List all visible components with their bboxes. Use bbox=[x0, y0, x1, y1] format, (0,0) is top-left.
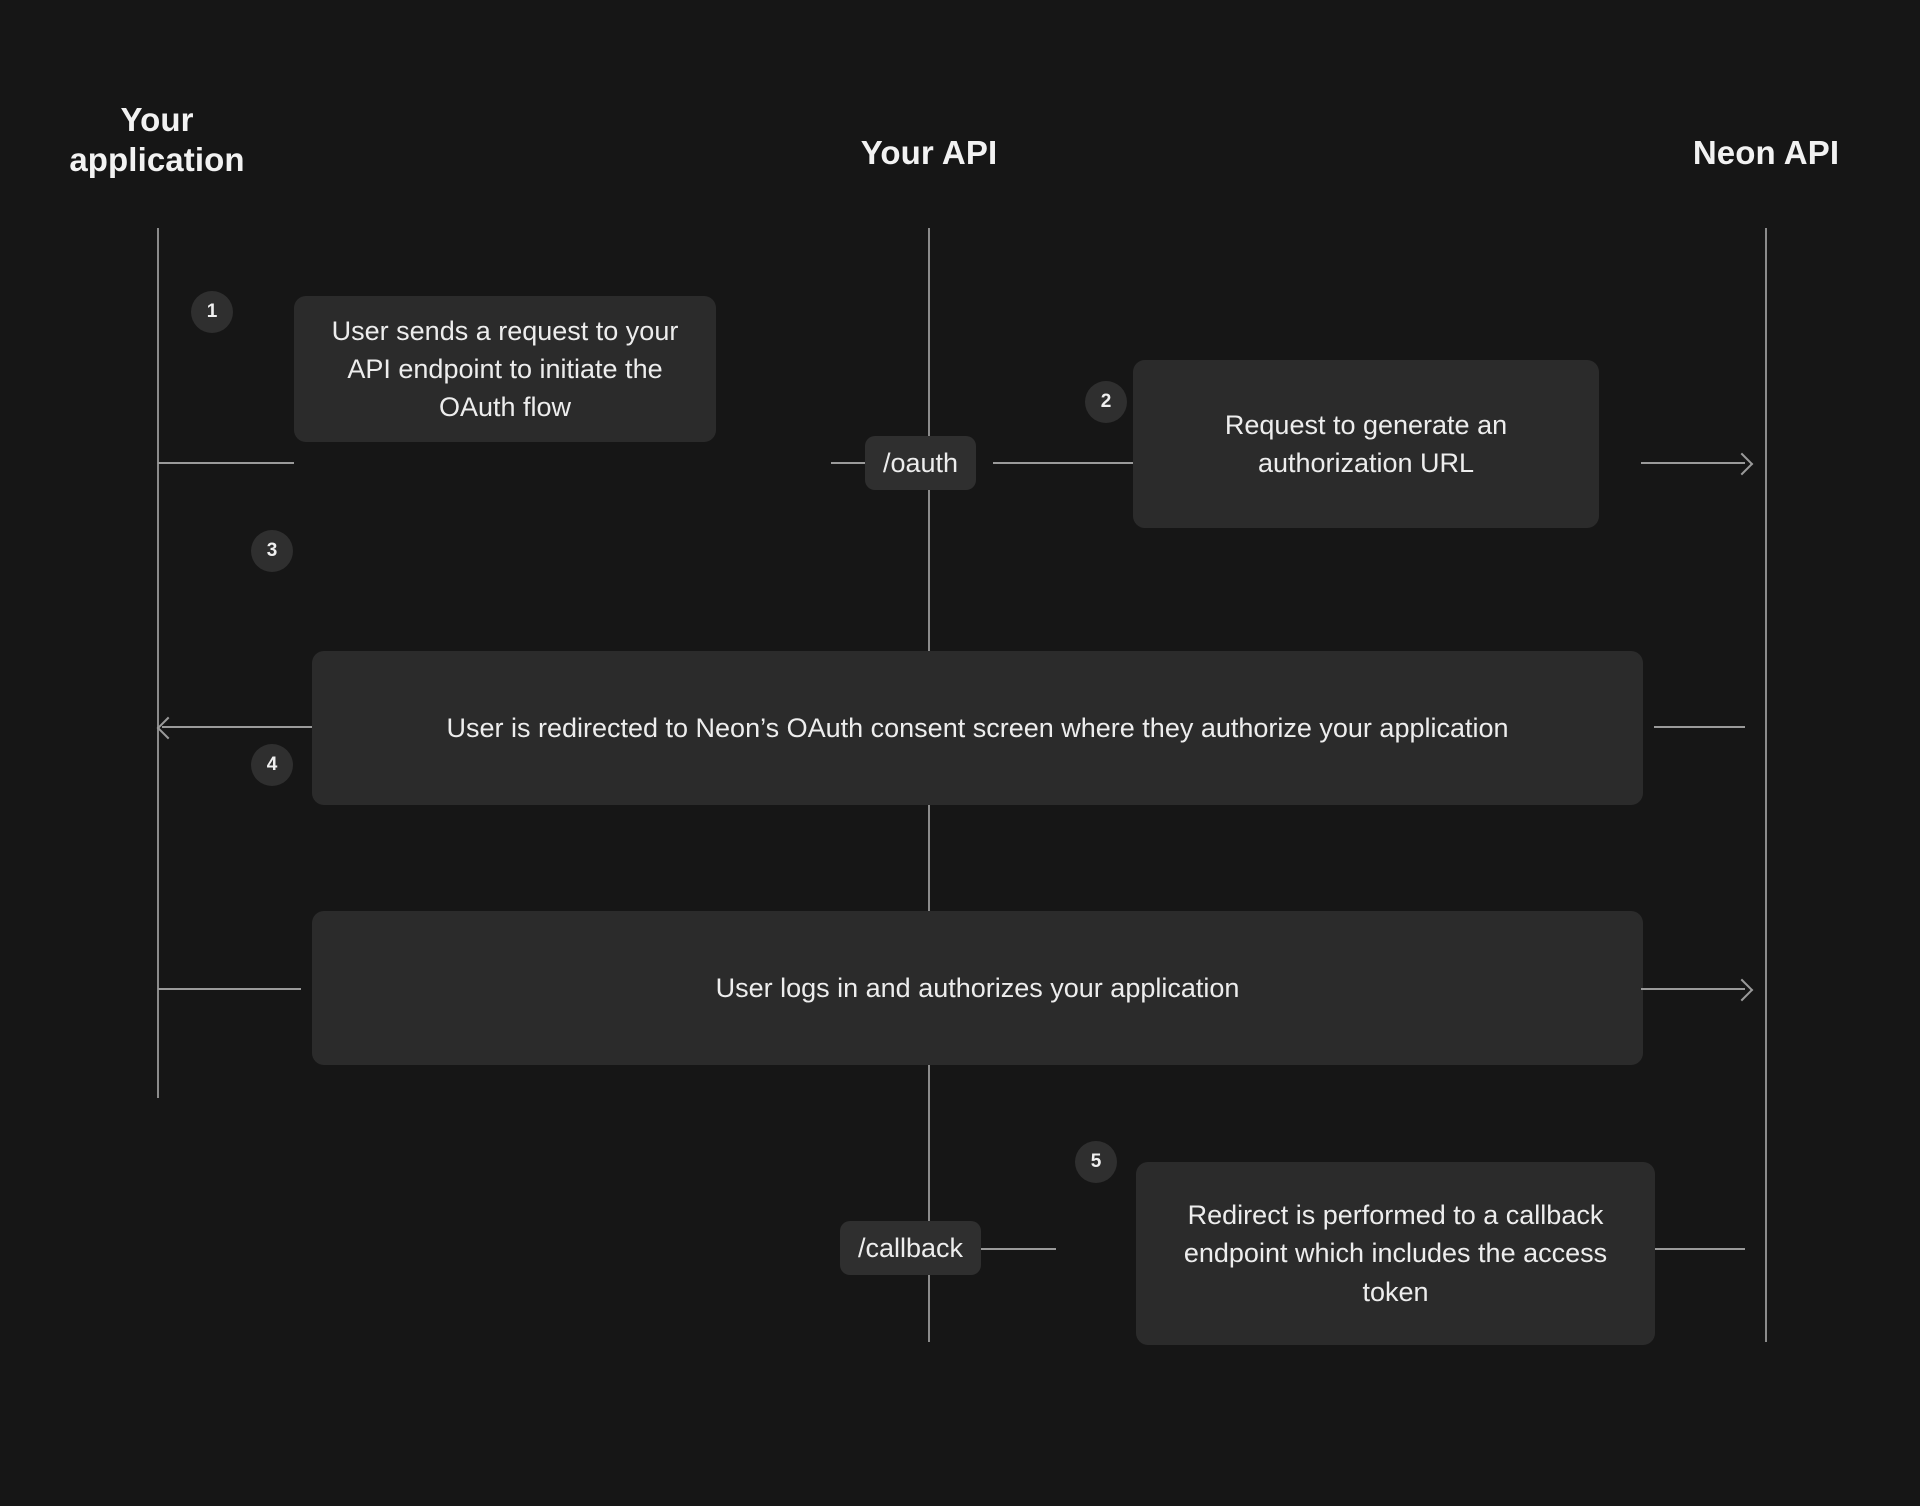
arrowhead-step-2-right bbox=[1730, 452, 1754, 476]
message-box-step-5: Redirect is performed to a callback endp… bbox=[1136, 1162, 1655, 1345]
message-text-step-1: User sends a request to your API endpoin… bbox=[331, 315, 679, 423]
step-badge-5: 5 bbox=[1075, 1141, 1117, 1183]
endpoint-pill-callback[interactable]: /callback bbox=[840, 1221, 982, 1275]
connector-step-4-left bbox=[158, 988, 301, 990]
step-badge-4: 4 bbox=[251, 744, 293, 786]
step-badge-2: 2 bbox=[1085, 381, 1127, 423]
lifeline-neon-api bbox=[1765, 228, 1767, 1342]
connector-step-2-right bbox=[1641, 462, 1745, 464]
arrowhead-step-4-right bbox=[1730, 978, 1754, 1002]
arrowhead-step-3-left bbox=[156, 716, 180, 740]
connector-step-1-to-oauth bbox=[831, 462, 869, 464]
message-text-step-4: User logs in and authorizes your applica… bbox=[715, 972, 1240, 1003]
message-box-step-4: User logs in and authorizes your applica… bbox=[312, 911, 1643, 1065]
connector-step-1-left bbox=[158, 462, 294, 464]
step-badge-1: 1 bbox=[191, 291, 233, 333]
connector-step-3-right bbox=[1654, 726, 1745, 728]
step-badge-3: 3 bbox=[251, 530, 293, 572]
endpoint-pill-oauth[interactable]: /oauth bbox=[865, 436, 977, 490]
connector-step-5-left bbox=[970, 1248, 1056, 1250]
message-box-step-3: User is redirected to Neon’s OAuth conse… bbox=[312, 651, 1643, 805]
message-box-step-1: User sends a request to your API endpoin… bbox=[294, 296, 716, 442]
connector-step-2-left bbox=[993, 462, 1133, 464]
connector-step-3-left bbox=[162, 726, 312, 728]
message-text-step-5: Redirect is performed to a callback endp… bbox=[1183, 1200, 1608, 1307]
lifeline-your-application bbox=[157, 228, 159, 1098]
message-box-step-2: Request to generate an authorization URL bbox=[1133, 360, 1599, 528]
actor-label-your-api: Your API bbox=[860, 134, 998, 171]
message-text-step-3: User is redirected to Neon’s OAuth conse… bbox=[446, 712, 1509, 743]
actor-label-neon-api: Neon API bbox=[1692, 134, 1840, 171]
message-text-step-2: Request to generate an authorization URL bbox=[1224, 409, 1508, 478]
connector-step-4-right bbox=[1641, 988, 1745, 990]
actor-label-your-application: Your application bbox=[69, 101, 245, 179]
connector-step-5-right bbox=[1655, 1248, 1745, 1250]
